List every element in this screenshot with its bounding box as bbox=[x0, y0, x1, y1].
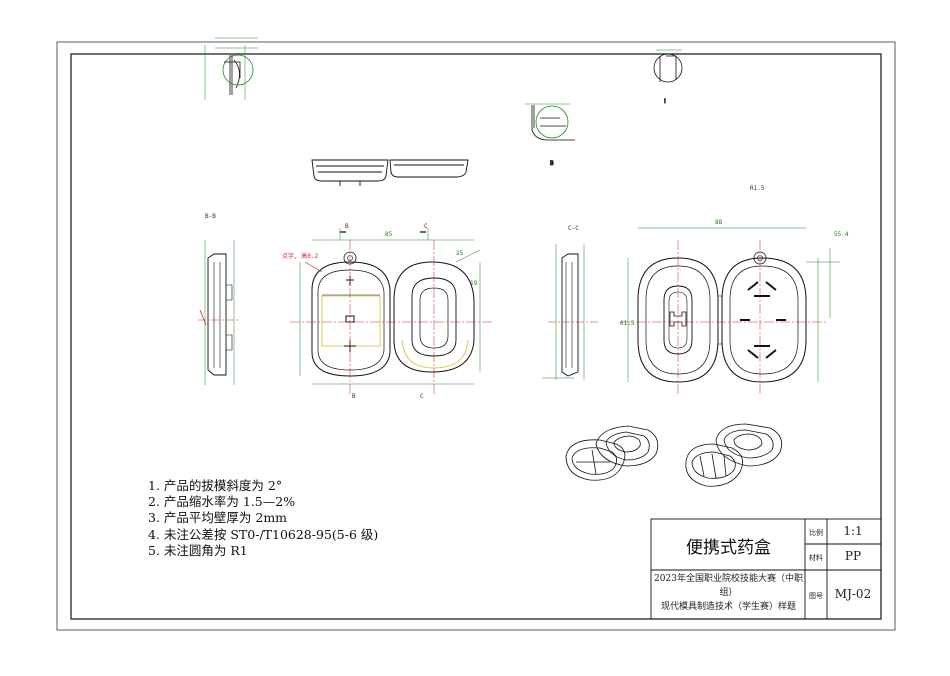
drawing-no-label: 图号 bbox=[809, 592, 823, 600]
cut-b-top: B bbox=[345, 223, 349, 230]
inner-frame bbox=[70, 53, 882, 620]
detail-i-label: Ⅰ bbox=[664, 98, 666, 105]
competition-line-1: 2023年全国职业院校技能大赛（中职组） bbox=[654, 574, 803, 598]
isometric-view-closed bbox=[685, 423, 783, 487]
material-label: 材料 bbox=[809, 554, 823, 562]
note-5: 5. 未注圆角为 R1 bbox=[148, 542, 248, 558]
text-label: 点字, 高0.2 bbox=[282, 252, 318, 260]
dim-85: 85 bbox=[385, 231, 393, 238]
part-name: 便携式药盒 bbox=[686, 537, 771, 558]
section-cc-label: C-C bbox=[568, 225, 579, 232]
material-value: PP bbox=[844, 549, 862, 563]
section-bb-view: B-B bbox=[198, 213, 240, 385]
side-view bbox=[311, 159, 469, 186]
detail-view-b: B bbox=[525, 103, 575, 167]
cut-c-bottom: C bbox=[420, 393, 424, 400]
note-4: 4. 未注公差按 ST0-/T10628-95(5-6 级) bbox=[148, 526, 379, 542]
dim-19: 19 bbox=[470, 280, 478, 287]
detail-view-left bbox=[204, 37, 258, 100]
competition-line-2: 现代模具制造技术（学生赛）样题 bbox=[660, 602, 796, 612]
cut-c-top: C bbox=[424, 223, 428, 230]
isometric-view-open bbox=[565, 425, 659, 481]
scale-value: 1:1 bbox=[843, 524, 863, 538]
outer-frame bbox=[56, 41, 896, 631]
detail-view-right: Ⅰ bbox=[653, 49, 683, 105]
dim-15: 15 bbox=[456, 250, 464, 257]
competition-info: 2023年全国职业院校技能大赛（中职组） 现代模具制造技术（学生赛）样题 bbox=[654, 572, 803, 614]
dim-ra: R1.5 bbox=[750, 185, 765, 192]
cut-b-bottom: B bbox=[352, 393, 356, 400]
title-block bbox=[650, 518, 882, 620]
technical-notes: 1. 产品的拔模斜度为 2° 2. 产品缩水率为 1.5—2% 3. 产品平均壁… bbox=[148, 478, 488, 559]
section-cc-view: C-C bbox=[542, 225, 598, 380]
drawing-no-value: MJ-02 bbox=[834, 587, 872, 601]
detail-b-label: B bbox=[550, 160, 554, 167]
section-bb-label: B-B bbox=[205, 213, 216, 220]
height-dim: 61.5 bbox=[620, 320, 635, 327]
note-3: 3. 产品平均壁厚为 2mm bbox=[148, 510, 288, 526]
width-dim: 88 bbox=[715, 219, 723, 226]
note-1: 1. 产品的拔模斜度为 2° bbox=[148, 478, 283, 493]
scale-label: 比例 bbox=[809, 529, 823, 537]
right-top-view: 88 61.5 R1.5 55.4 bbox=[620, 185, 849, 395]
main-top-view: 85 点字, 高0.2 B C B C 15 19 bbox=[282, 223, 492, 400]
note-2: 2. 产品缩水率为 1.5—2% bbox=[148, 494, 296, 510]
dim-55: 55.4 bbox=[834, 231, 849, 238]
